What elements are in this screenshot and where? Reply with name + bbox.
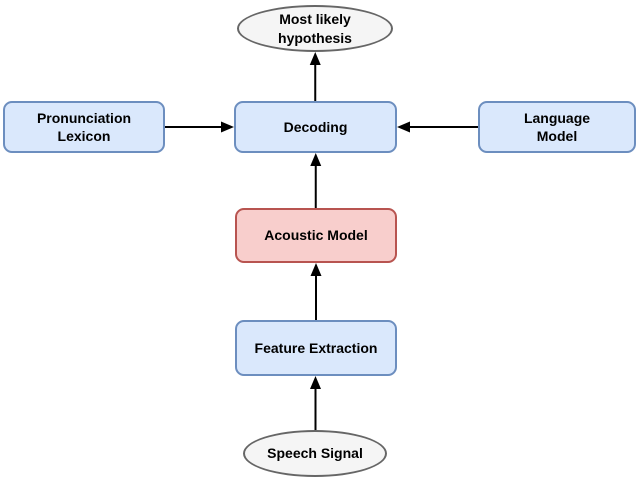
arrowhead-icon [221,121,234,133]
arrowhead-icon [310,263,322,276]
node-language-model: Language Model [478,101,636,153]
node-decoding: Decoding [234,101,397,153]
node-label-feature-extraction: Feature Extraction [254,339,378,356]
node-label-pronunciation-lexicon: Pronunciation Lexicon [36,109,132,144]
node-label-acoustic-model: Acoustic Model [264,227,368,244]
node-acoustic-model: Acoustic Model [235,208,397,263]
node-speech-signal: Speech Signal [243,430,387,477]
arrowhead-icon [309,52,321,65]
node-label-speech-signal: Speech Signal [267,445,363,462]
node-pronunciation-lexicon: Pronunciation Lexicon [3,101,165,153]
arrowhead-icon [310,153,322,166]
node-label-most-likely-hypothesis: Most likely hypothesis [278,11,352,46]
node-label-language-model: Language Model [523,109,591,144]
node-most-likely-hypothesis: Most likely hypothesis [237,5,393,52]
node-label-decoding: Decoding [283,118,348,135]
node-feature-extraction: Feature Extraction [235,320,397,376]
arrowhead-icon [397,121,410,133]
arrowhead-icon [310,376,321,389]
